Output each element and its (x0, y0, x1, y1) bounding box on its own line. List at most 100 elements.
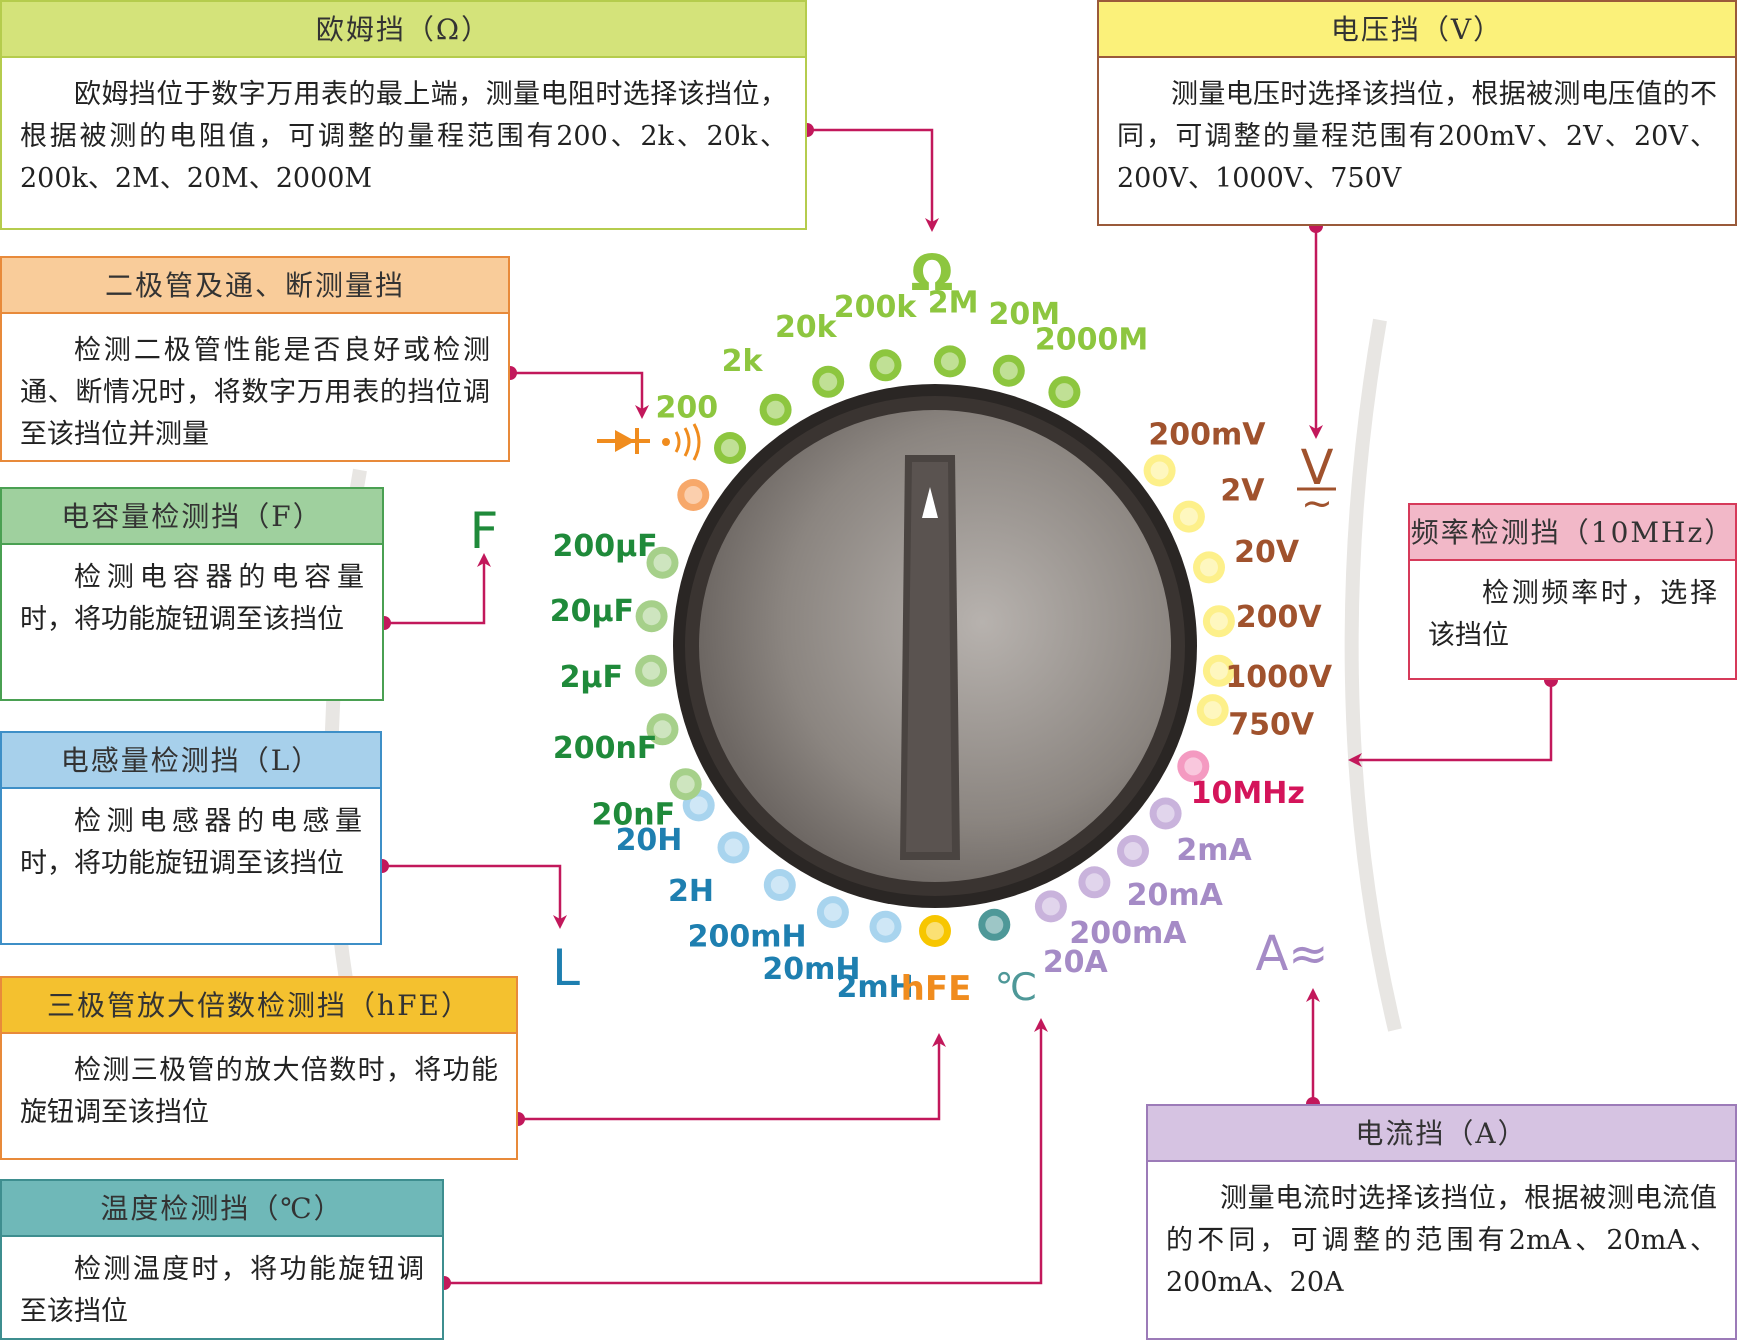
cap-position-marker-highlight (653, 720, 672, 739)
ohm-position-marker[interactable] (933, 345, 966, 378)
temperature-range-title: 温度检测挡（℃） (2, 1181, 442, 1237)
current-range-box: 电流挡（A） 测量电流时选择该挡位，根据被测电流值的不同，可调整的范围有2mA、… (1146, 1104, 1737, 1340)
connector-inductance (382, 864, 567, 929)
hfe-range-box: 三极管放大倍数检测挡（hFE） 检测三极管的放大倍数时，将功能旋钮调至该挡位 (0, 976, 518, 1160)
temperature-range-description: 检测温度时，将功能旋钮调至该挡位 (20, 1254, 424, 1327)
curr-position-marker-highlight (1124, 842, 1142, 860)
volt-position-marker-highlight (1203, 701, 1222, 720)
cap-range-label: 200nF (553, 731, 657, 766)
volt-position-marker[interactable] (1202, 654, 1235, 687)
capacitance-range-box: 电容量检测挡（F） 检测电容器的电容量时，将功能旋钮调至该挡位 (0, 487, 384, 701)
volt-position-marker[interactable] (1172, 500, 1205, 533)
ohm-range-label: 200 (655, 390, 718, 425)
ohm-range-label: 2k (722, 344, 764, 379)
cap-position-marker[interactable] (635, 600, 668, 633)
ohm-range-box: 欧姆挡（Ω） 欧姆挡位于数字万用表的最上端，测量电阻时选择该挡位，根据被测的电阻… (0, 0, 807, 230)
panel-edge-right (1344, 318, 1402, 1032)
curr-position-marker-highlight (1156, 804, 1175, 823)
ind-range-label: 20H (616, 823, 683, 858)
ohm-position-marker[interactable] (869, 349, 902, 382)
capacitance-range-title: 电容量检测挡（F） (2, 489, 382, 545)
cap-position-marker-highlight (653, 553, 672, 572)
ind-position-marker[interactable] (763, 869, 796, 901)
freq-position-marker[interactable] (1177, 750, 1210, 783)
ind-position-marker-highlight (876, 917, 895, 936)
knob-handle-top (906, 462, 952, 852)
ohm-range-description: 欧姆挡位于数字万用表的最上端，测量电阻时选择该挡位，根据被测的电阻值，可调整的量… (20, 79, 787, 194)
freq-position-marker-highlight (1184, 757, 1203, 776)
volt-position-marker-highlight (1209, 612, 1228, 631)
diode-position-marker[interactable] (677, 479, 710, 511)
ohm-position-marker[interactable] (992, 354, 1025, 387)
curr-range-label: 2mA (1176, 833, 1252, 868)
ohm-position-marker-highlight (721, 439, 739, 457)
cap-range-label: 20μF (550, 594, 634, 629)
cap-position-marker[interactable] (646, 546, 679, 579)
ohm-position-marker[interactable] (1048, 376, 1081, 409)
ind-position-marker-highlight (689, 796, 708, 815)
cap-range-label: 20nF (591, 797, 675, 832)
curr-range-label: 20A (1043, 945, 1109, 980)
volt-position-marker[interactable] (1143, 454, 1176, 487)
cap-position-marker[interactable] (646, 713, 679, 746)
ohm-position-marker[interactable] (812, 365, 845, 398)
ohm-position-marker-highlight (876, 356, 895, 375)
volt-range-label: 750V (1228, 708, 1315, 743)
ohm-range-label: 20k (775, 310, 838, 345)
inductance-symbol: L (552, 939, 580, 997)
volt-range-label: 2V (1220, 473, 1265, 508)
diode-continuity-box: 二极管及通、断测量挡 检测二极管性能是否良好或检测通、断情况时，将数字万用表的挡… (0, 256, 510, 462)
ohm-range-label: 200k (834, 290, 918, 325)
frequency-range-description: 检测频率时，选择该挡位 (1428, 578, 1717, 651)
ohm-symbol: Ω (911, 244, 954, 302)
ohm-position-marker-highlight (999, 361, 1018, 380)
cap-range-label: 2μF (560, 660, 623, 695)
inductance-range-title: 电感量检测挡（L） (2, 733, 380, 789)
cap-position-marker-highlight (676, 775, 695, 794)
ohm-position-marker[interactable] (759, 393, 792, 426)
voltage-range-title: 电压挡（V） (1099, 2, 1735, 58)
ohm-range-title: 欧姆挡（Ω） (2, 2, 805, 58)
curr-position-marker[interactable] (1117, 835, 1149, 867)
voltage-range-description: 测量电压时选择该挡位，根据被测电压值的不同，可调整的量程范围有200mV、2V、… (1117, 79, 1717, 194)
connector-diode (510, 371, 649, 419)
ind-position-marker-highlight (724, 838, 743, 857)
voltage-range-box: 电压挡（V） 测量电压时选择该挡位，根据被测电压值的不同，可调整的量程范围有20… (1097, 0, 1737, 226)
ind-position-marker[interactable] (717, 831, 750, 864)
curr-position-marker[interactable] (1034, 890, 1067, 923)
ohm-position-marker[interactable] (714, 432, 746, 464)
curr-position-marker-highlight (1085, 873, 1104, 892)
volt-range-label: 20V (1234, 535, 1300, 570)
ind-position-marker[interactable] (816, 896, 849, 929)
temp-position-marker-highlight (985, 915, 1004, 934)
ohm-position-marker-highlight (766, 400, 785, 419)
cap-position-marker-highlight (642, 607, 661, 626)
curr-position-marker[interactable] (1078, 866, 1111, 899)
cap-position-marker[interactable] (635, 654, 668, 687)
curr-range-label: 20mA (1127, 878, 1224, 913)
curr-position-marker[interactable] (1149, 797, 1182, 830)
ind-position-marker-highlight (823, 903, 842, 922)
volt-position-marker[interactable] (1202, 605, 1235, 638)
connector-hfe (518, 1033, 946, 1121)
capacitance-range-description: 检测电容器的电容量时，将功能旋钮调至该挡位 (20, 562, 364, 635)
cap-range-label: 200μF (552, 529, 657, 564)
ind-range-label: 2mH (836, 970, 913, 1005)
cap-position-marker[interactable] (669, 768, 702, 801)
temp-position-marker[interactable] (978, 908, 1011, 941)
hfe-label: hFE (901, 969, 972, 1009)
curr-range-label: 200mA (1069, 916, 1187, 951)
inductance-range-box: 电感量检测挡（L） 检测电感器的电感量时，将功能旋钮调至该挡位 (0, 731, 382, 945)
diode-buzzer-icon (597, 423, 701, 461)
hfe-range-title: 三极管放大倍数检测挡（hFE） (2, 978, 516, 1034)
temperature-range-box: 温度检测挡（℃） 检测温度时，将功能旋钮调至该挡位 (0, 1179, 444, 1340)
ohm-range-label: 20M (988, 297, 1060, 332)
volt-position-marker[interactable] (1193, 551, 1225, 584)
ind-position-marker[interactable] (869, 910, 902, 943)
volt-position-marker[interactable] (1196, 694, 1229, 727)
temperature-label: ℃ (995, 965, 1038, 1009)
hfe-position-marker[interactable] (919, 915, 951, 947)
ind-position-marker-highlight (770, 876, 789, 894)
